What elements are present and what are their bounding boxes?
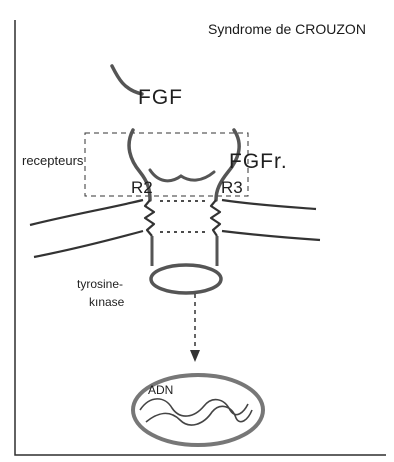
transmembrane-left-zigzag — [145, 200, 154, 236]
dna-strand-1 — [140, 399, 248, 416]
adn-label: ADN — [148, 383, 173, 397]
membrane-upper-left — [30, 200, 143, 225]
tyrosine-kinase-label-line2: kınase — [77, 293, 124, 311]
tyrosine-kinase-label: tyrosine- kınase — [77, 275, 124, 311]
receptors-label: recepteurs — [22, 153, 83, 168]
membrane-lower-right — [222, 231, 320, 240]
receptor-binding-cup — [150, 170, 214, 181]
tyrosine-kinase-label-line1: tyrosine- — [77, 275, 124, 293]
signal-arrow-head — [190, 350, 200, 362]
page-title: Syndrome de CROUZON — [208, 21, 366, 37]
r2-label: R2 — [131, 178, 153, 198]
membrane-upper-right — [222, 200, 316, 209]
transmembrane-right-zigzag — [211, 200, 220, 236]
tyrosine-kinase-domain — [151, 265, 221, 293]
fgf-label: FGF — [138, 86, 183, 110]
frame-border — [15, 20, 386, 455]
fgf-receptor-label: FGFr. — [229, 150, 288, 174]
dna-strand-2 — [146, 406, 252, 425]
r3-label: R3 — [221, 178, 243, 198]
membrane-lower-left — [34, 231, 143, 257]
